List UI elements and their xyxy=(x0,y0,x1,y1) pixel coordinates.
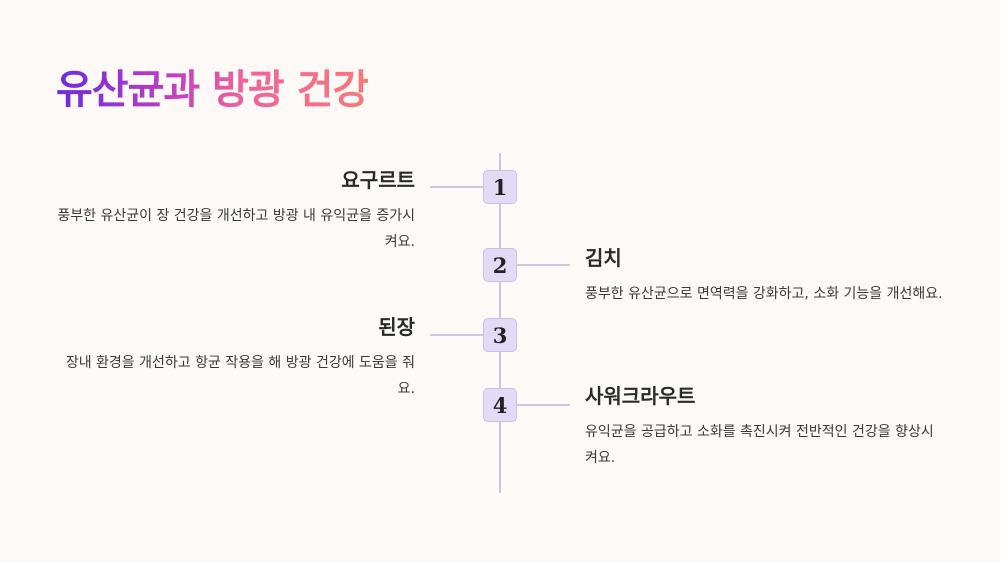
connector-3 xyxy=(430,334,483,336)
timeline-node-3: 3 xyxy=(483,318,517,352)
timeline-item-kimchi: 김치 풍부한 유산균으로 면역력을 강화하고, 소화 기능을 개선해요. xyxy=(585,245,945,307)
timeline-item-sauerkraut: 사워크라우트 유익균을 공급하고 소화를 촉진시켜 전반적인 건강을 향상시켜요… xyxy=(585,383,945,471)
item-heading: 김치 xyxy=(585,246,622,270)
timeline-node-2: 2 xyxy=(483,248,517,282)
timeline-node-1: 1 xyxy=(483,170,517,204)
timeline-item-yogurt: 요구르트 풍부한 유산균이 장 건강을 개선하고 방광 내 유익균을 증가시켜요… xyxy=(55,167,415,255)
timeline-item-doenjang: 된장 장내 환경을 개선하고 항균 작용을 해 방광 건강에 도움을 줘요. xyxy=(55,314,415,402)
item-heading: 요구르트 xyxy=(341,168,415,192)
item-description: 장내 환경을 개선하고 항균 작용을 해 방광 건강에 도움을 줘요. xyxy=(65,355,415,397)
item-heading: 사워크라우트 xyxy=(585,384,696,408)
connector-2 xyxy=(517,264,570,266)
timeline-node-4: 4 xyxy=(483,388,517,422)
connector-4 xyxy=(517,404,570,406)
connector-1 xyxy=(430,186,483,188)
item-heading: 된장 xyxy=(378,315,415,339)
item-description: 풍부한 유산균으로 면역력을 강화하고, 소화 기능을 개선해요. xyxy=(585,286,943,302)
page-title: 유산균과 방광 건강 xyxy=(56,62,369,118)
item-description: 풍부한 유산균이 장 건강을 개선하고 방광 내 유익균을 증가시켜요. xyxy=(57,208,415,250)
item-description: 유익균을 공급하고 소화를 촉진시켜 전반적인 건강을 향상시켜요. xyxy=(585,424,934,466)
